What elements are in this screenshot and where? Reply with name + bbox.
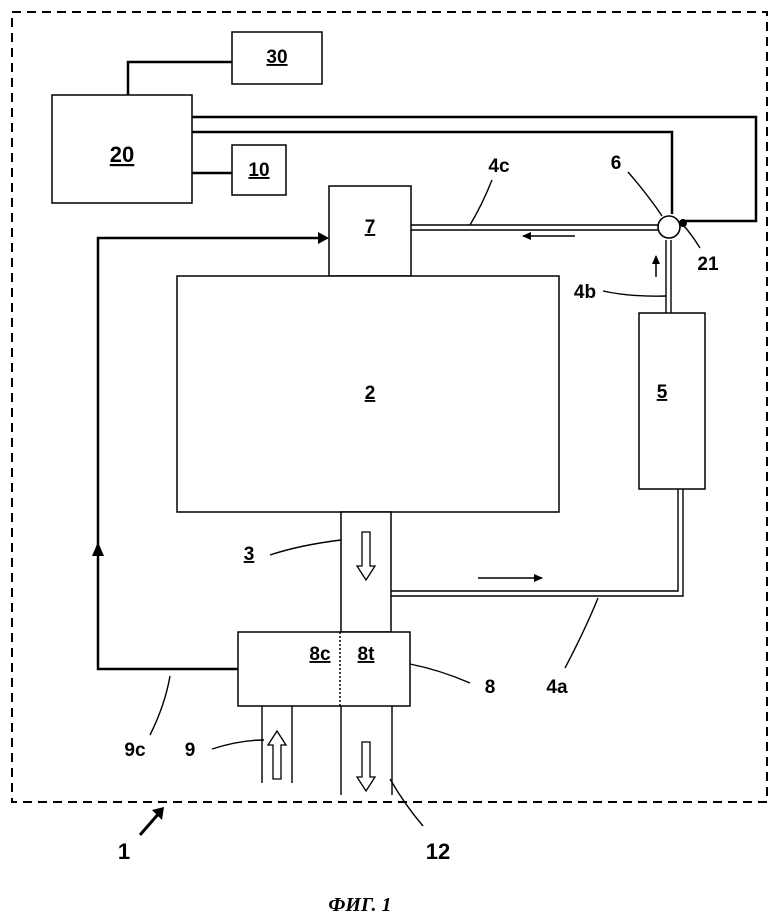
label-20: 20 xyxy=(110,142,134,167)
label-8c: 8c xyxy=(309,644,331,665)
leader-4b xyxy=(603,291,666,296)
leader-21 xyxy=(684,226,700,248)
figure-caption: ФИГ. 1 xyxy=(328,894,391,916)
unit-5-box xyxy=(639,313,705,489)
arrowhead-up-9c xyxy=(92,542,104,556)
label-4b: 4b xyxy=(574,282,596,303)
leader-4a xyxy=(565,598,598,668)
hollow-arrow-up-9 xyxy=(268,731,286,779)
pointer-arrow-1 xyxy=(140,812,160,835)
leader-6 xyxy=(628,172,662,216)
leader-9 xyxy=(212,740,264,749)
label-4a: 4a xyxy=(546,677,568,698)
label-6: 6 xyxy=(611,153,622,174)
label-3: 3 xyxy=(244,544,255,565)
label-5: 5 xyxy=(657,382,668,403)
label-8t: 8t xyxy=(358,644,376,665)
label-9: 9 xyxy=(185,740,196,761)
actuator-21 xyxy=(679,219,687,227)
leader-9c xyxy=(150,676,170,735)
leader-4c xyxy=(470,180,492,225)
label-1: 1 xyxy=(118,839,130,864)
leader-8 xyxy=(410,664,470,683)
valve-6 xyxy=(658,216,680,238)
label-2: 2 xyxy=(365,383,376,404)
label-8: 8 xyxy=(485,677,496,698)
hollow-arrow-down-12 xyxy=(357,742,375,791)
label-7: 7 xyxy=(365,217,376,238)
label-21: 21 xyxy=(697,254,719,275)
label-9c: 9c xyxy=(124,740,146,761)
label-30: 30 xyxy=(266,47,287,68)
leader-3 xyxy=(270,540,341,555)
label-4c: 4c xyxy=(488,156,510,177)
label-10: 10 xyxy=(248,160,269,181)
arrowhead-to-intake xyxy=(318,232,329,244)
wire-20-to-30 xyxy=(128,62,232,95)
label-12: 12 xyxy=(426,839,450,864)
